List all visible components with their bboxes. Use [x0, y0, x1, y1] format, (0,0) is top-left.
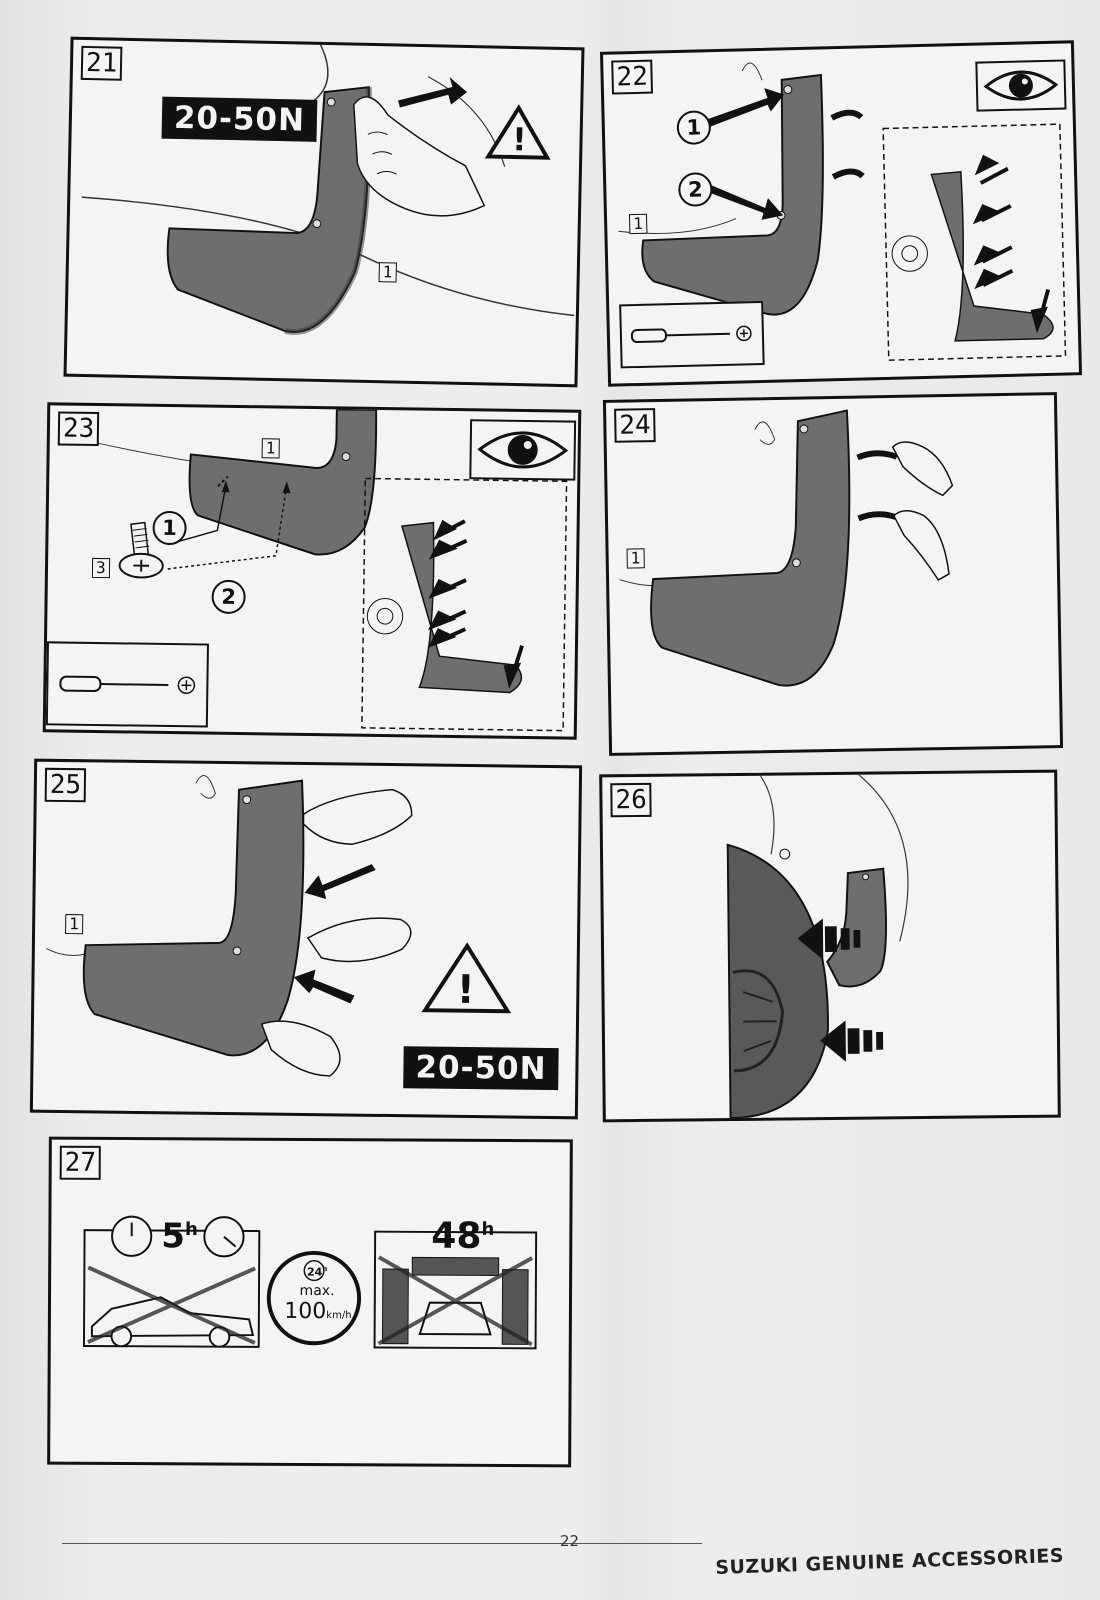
warning-triangle-icon — [484, 104, 551, 160]
screwdriver-icon — [630, 325, 752, 344]
screw-icon — [118, 521, 164, 579]
hand-icon — [891, 441, 954, 497]
speed-limit-label: 100km/h — [279, 1299, 357, 1324]
speed-limit-unit: km/h — [326, 1310, 352, 1322]
step-number: 24 — [614, 408, 656, 443]
mudflap-shape — [82, 779, 305, 1057]
screwdriver-icon — [59, 675, 196, 695]
eye-icon-box — [469, 419, 577, 481]
screw-label: 3 — [91, 557, 110, 579]
arrow-icon — [702, 88, 785, 129]
step-24-illustration — [619, 409, 954, 687]
wait-time-label: 5h — [161, 1216, 198, 1256]
speed-limit-icon — [266, 1250, 362, 1346]
screwdriver-icon-box — [619, 300, 765, 369]
mudflap-shape — [641, 73, 824, 316]
step-number: 22 — [611, 59, 654, 95]
eye-icon — [983, 70, 1059, 101]
svg-text:!: ! — [456, 968, 474, 1013]
clock-icon — [203, 1216, 245, 1258]
carwash-time-label: 48h — [431, 1216, 494, 1257]
eye-icon — [477, 431, 569, 469]
clock-icon — [111, 1215, 153, 1257]
part-label: 1 — [65, 914, 83, 935]
step-26-illustration — [726, 774, 909, 1120]
arrow-icon — [797, 918, 861, 960]
mudflap-shape — [650, 409, 851, 687]
step-21-illustration: ! — [81, 44, 575, 335]
wait-time-unit: h — [184, 1219, 198, 1241]
step-number: 26 — [610, 782, 652, 818]
speed-limit-prefix: max. — [299, 1282, 335, 1300]
step-number: 23 — [57, 411, 100, 447]
step-23-illustration — [61, 408, 568, 732]
arrow-icon — [974, 268, 1014, 290]
hand-icon — [260, 1020, 341, 1077]
hand-icon — [302, 788, 413, 845]
arrow-icon — [973, 245, 1013, 266]
force-label: 20-50N — [403, 1046, 559, 1091]
part-label: 1 — [378, 262, 397, 283]
step-27-panel: 27 5h 24h max. 100km/h 48h — [47, 1136, 573, 1468]
eye-icon-box — [975, 59, 1067, 112]
arrow-icon — [820, 1020, 884, 1062]
step-number: 21 — [80, 45, 123, 81]
speed-limit-hours-unit: h — [322, 1265, 328, 1274]
step-27-illustration — [82, 1215, 538, 1350]
step-25-illustration: ! — [46, 775, 512, 1077]
step-22-illustration — [618, 62, 1067, 361]
arrow-icon — [398, 77, 468, 108]
wheel — [726, 843, 829, 1120]
arrow-icon — [1030, 288, 1051, 334]
step-21-panel: ! 21 20-50N 1 — [63, 36, 585, 388]
hand-press — [353, 96, 486, 217]
part-label: 1 — [626, 548, 645, 569]
force-label: 20-50N — [161, 96, 318, 142]
footer-rule — [62, 1543, 702, 1544]
hand-icon — [893, 510, 950, 582]
carwash-time-unit: h — [481, 1218, 495, 1240]
arrow-icon — [293, 969, 355, 1004]
wait-time-value: 5 — [161, 1216, 186, 1257]
arrow-icon — [974, 154, 1009, 185]
speed-limit-hours-value: 24 — [306, 1265, 323, 1279]
arrow-icon — [972, 204, 1012, 225]
step-number: 27 — [59, 1145, 102, 1180]
arrow-icon — [701, 181, 784, 220]
step-24-panel: 24 1 — [602, 392, 1064, 756]
mudflap-shape — [188, 408, 378, 556]
carwash-time-value: 48 — [431, 1215, 482, 1257]
warning-triangle-icon — [421, 942, 512, 1014]
hand-icon — [306, 917, 412, 963]
part-label: 1 — [628, 213, 648, 235]
arrow-icon — [304, 864, 376, 899]
speed-limit-value: 100 — [284, 1298, 327, 1325]
svg-text:!: ! — [512, 122, 527, 158]
screwdriver-icon-box — [45, 641, 209, 728]
step-25-panel: ! 25 1 20-50N — [29, 758, 583, 1120]
part-label: 1 — [261, 438, 280, 459]
brand-footer: SUZUKI GENUINE ACCESSORIES — [715, 1544, 1065, 1579]
page-number: 22 — [560, 1532, 580, 1550]
step-23-panel: 23 1 3 1 2 — [42, 402, 582, 740]
step-number: 25 — [44, 767, 87, 803]
step-26-panel: 26 — [599, 769, 1061, 1123]
speed-limit-hours: 24h — [305, 1265, 329, 1279]
step-22-panel: 22 1 2 1 — [599, 40, 1083, 387]
